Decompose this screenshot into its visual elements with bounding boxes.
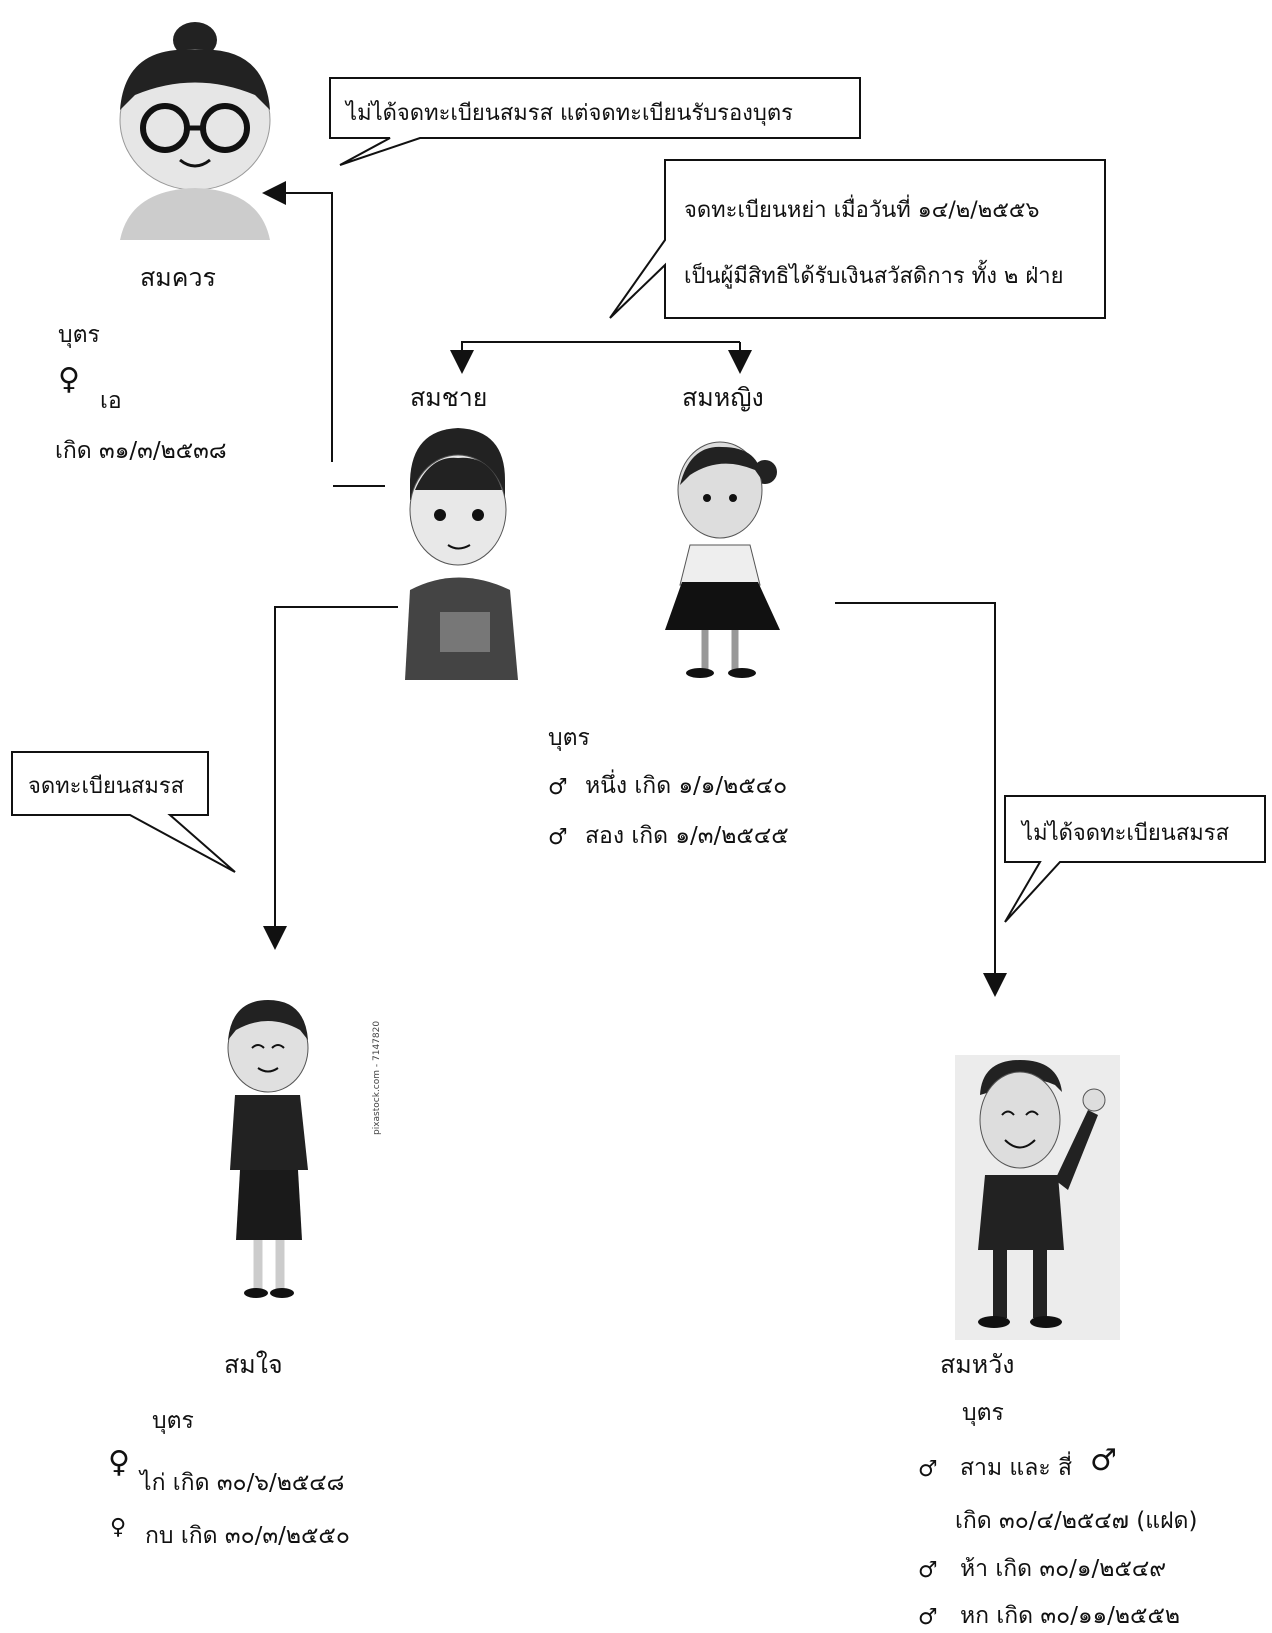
name-somkuan: สมควร [140, 263, 216, 292]
callout-married-text: จดทะเบียนสมรส [28, 774, 185, 799]
name-somchai: สมชาย [410, 383, 488, 412]
female-symbol: ♀ [110, 1515, 127, 1540]
male-symbol: ♂ [918, 1605, 938, 1630]
somjai-child-1: ไก่ เกิด ๓๐/๖/๒๕๔๘ [140, 1470, 345, 1496]
arrow-to-somkuan [262, 181, 333, 462]
somkuan-child-born: เกิด ๓๑/๓/๒๕๓๘ [55, 438, 227, 464]
callout-not-married-box [1004, 795, 1266, 923]
male-symbol: ♂ [548, 825, 568, 850]
male-symbol: ♂ [1090, 1443, 1117, 1478]
couple-child-2: สอง เกิด ๑/๓/๒๕๔๕ [585, 823, 789, 849]
callout-not-married-text: ไม่ได้จดทะเบียนสมรส [1022, 821, 1230, 846]
somjai-children-label: บุตร [152, 1408, 194, 1434]
somwang-child-6: หก เกิด ๓๐/๑๑/๒๕๕๒ [960, 1603, 1181, 1629]
arrow-to-somjai [263, 606, 398, 950]
female-symbol: ♀ [58, 362, 80, 397]
somwang-twins-born: เกิด ๓๐/๔/๒๕๔๗ (แฝด) [955, 1508, 1198, 1534]
somwang-figure [955, 1055, 1120, 1340]
couple-children-label: บุตร [548, 725, 590, 751]
name-somying: สมหญิง [682, 383, 764, 412]
name-somwang: สมหวัง [940, 1350, 1015, 1379]
somkuan-children-label: บุตร [58, 322, 100, 348]
somying-figure [665, 441, 780, 678]
somjai-child-2: กบ เกิด ๓๐/๓/๒๕๕๐ [145, 1523, 350, 1549]
somwang-children-label: บุตร [962, 1400, 1004, 1426]
stock-watermark: pixastock.com - 7147820 [372, 1020, 382, 1135]
somwang-twins: สาม และ สี่ [960, 1455, 1073, 1481]
male-symbol: ♂ [918, 1457, 938, 1482]
male-symbol: ♂ [548, 775, 568, 800]
callout-divorce-line2: เป็นผู้มีสิทธิได้รับเงินสวัสดิการ ทั้ง ๒… [684, 264, 1064, 289]
callout-top-box [329, 77, 861, 166]
name-somjai: สมใจ [224, 1350, 283, 1379]
somkuan-child-name: เอ [100, 388, 122, 414]
arrow-to-somwang [835, 602, 1007, 997]
somchai-figure [405, 428, 518, 680]
somjai-figure [227, 1000, 309, 1298]
callout-divorce-line1: จดทะเบียนหย่า เมื่อวันที่ ๑๔/๒/๒๕๕๖ [684, 198, 1040, 223]
somkuan-figure [119, 22, 271, 240]
arrow-to-somchai [450, 341, 740, 374]
somwang-child-5: ห้า เกิด ๓๐/๑/๒๕๔๙ [960, 1556, 1167, 1582]
callout-divorce-box [609, 159, 1106, 319]
callout-top-text: ไม่ได้จดทะเบียนสมรส แต่จดทะเบียนรับรองบุ… [346, 101, 793, 126]
female-symbol: ♀ [108, 1445, 130, 1480]
callout-married-box [11, 751, 236, 873]
male-symbol: ♂ [918, 1558, 938, 1583]
couple-child-1: หนึ่ง เกิด ๑/๑/๒๕๔๐ [585, 773, 788, 799]
